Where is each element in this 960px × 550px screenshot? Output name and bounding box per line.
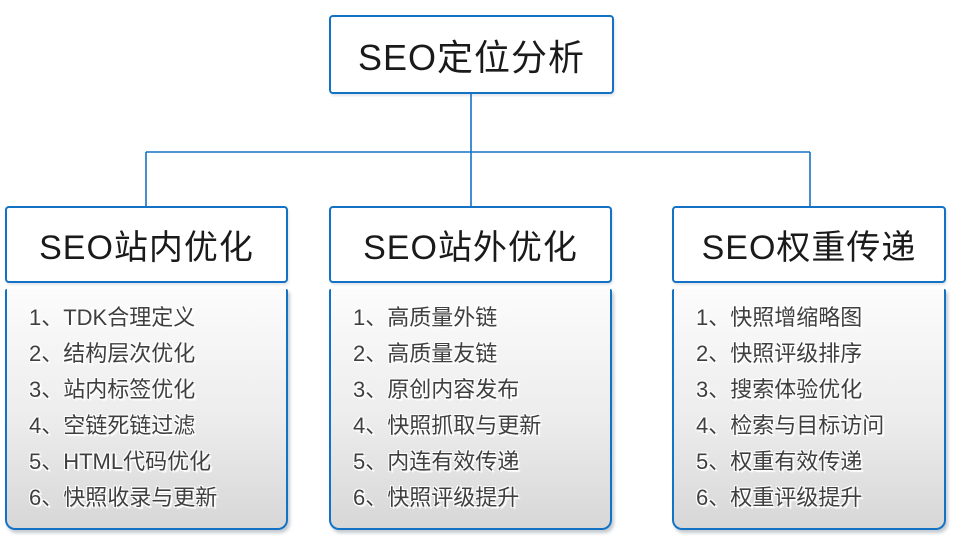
list-item: 1、快照增缩略图 (696, 305, 863, 330)
list-item: 3、搜索体验优化 (696, 377, 863, 402)
list-item: 4、空链死链过滤 (29, 413, 196, 438)
branch-panel-offsite: 1、高质量外链 2、高质量友链 3、原创内容发布 4、快照抓取与更新 5、内连有… (329, 289, 612, 530)
list-item: 2、快照评级排序 (696, 341, 863, 366)
list-item: 2、结构层次优化 (29, 341, 196, 366)
list-item: 4、检索与目标访问 (696, 413, 885, 438)
branch-node-onsite: SEO站内优化 (5, 206, 288, 283)
branch-weight-transfer: SEO权重传递 1、快照增缩略图 2、快照评级排序 3、搜索体验优化 4、检索与… (672, 206, 946, 530)
branch-offsite-optimization: SEO站外优化 1、高质量外链 2、高质量友链 3、原创内容发布 4、快照抓取与… (329, 206, 612, 530)
list-item: 5、内连有效传递 (353, 449, 520, 474)
branch-node-label: SEO权重传递 (701, 229, 917, 267)
branch-onsite-optimization: SEO站内优化 1、TDK合理定义 2、结构层次优化 3、站内标签优化 4、空链… (5, 206, 288, 530)
list-item: 6、快照收录与更新 (29, 485, 218, 510)
branch-node-label: SEO站内优化 (39, 229, 254, 267)
root-node: SEO定位分析 (329, 15, 614, 94)
list-item: 5、HTML代码优化 (29, 449, 212, 474)
list-item: 1、TDK合理定义 (29, 305, 196, 330)
list-item: 4、快照抓取与更新 (353, 413, 542, 438)
root-node-label: SEO定位分析 (357, 36, 586, 78)
list-item: 3、原创内容发布 (353, 377, 520, 402)
branch-panel-onsite: 1、TDK合理定义 2、结构层次优化 3、站内标签优化 4、空链死链过滤 5、H… (5, 289, 288, 530)
list-item: 1、高质量外链 (353, 305, 498, 330)
list-item: 3、站内标签优化 (29, 377, 196, 402)
list-item: 6、权重评级提升 (696, 485, 863, 510)
branch-node-offsite: SEO站外优化 (329, 206, 612, 283)
branch-panel-weight: 1、快照增缩略图 2、快照评级排序 3、搜索体验优化 4、检索与目标访问 5、权… (672, 289, 946, 530)
branch-node-label: SEO站外优化 (363, 229, 578, 267)
connector-lines (145, 94, 811, 206)
list-item: 2、高质量友链 (353, 341, 498, 366)
list-item: 5、权重有效传递 (696, 449, 863, 474)
branch-node-weight: SEO权重传递 (672, 206, 946, 283)
list-item: 6、快照评级提升 (353, 485, 520, 510)
